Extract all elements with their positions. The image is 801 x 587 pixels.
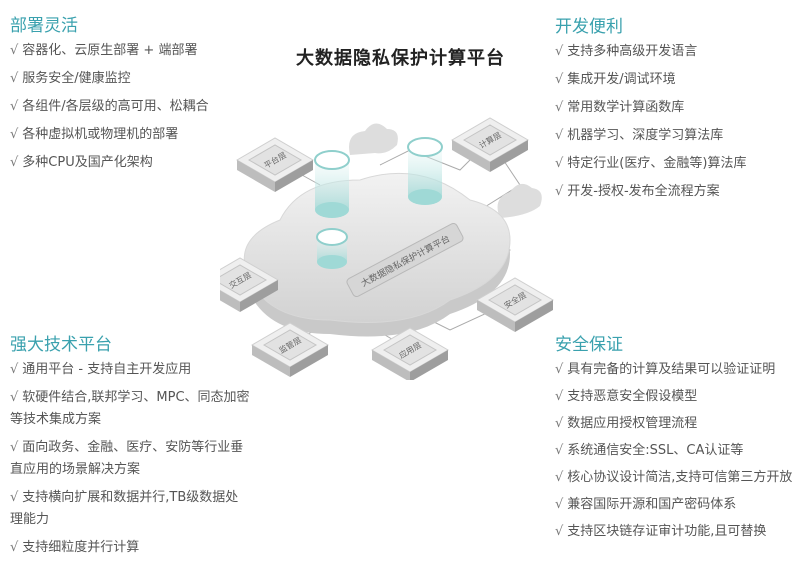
data-cylinder <box>316 228 348 269</box>
check-icon: √ <box>555 524 564 539</box>
list-item: √面向政务、金融、医疗、安防等行业垂直应用的场景解决方案 <box>10 440 244 477</box>
cloud-icon <box>349 123 398 155</box>
chip-compute-layer: 计算层 <box>451 117 529 173</box>
list-item: √核心协议设计简洁,支持可信第三方开放 <box>555 470 793 485</box>
platform-illustration: 大数据隐私保护计算平台 平台层 计算层 交互层 安全层 监管层 应用层 <box>220 117 554 380</box>
list-item: √支持细粒度并行计算 <box>10 540 140 555</box>
check-icon: √ <box>555 389 564 404</box>
chip-supervision-layer: 监管层 <box>251 322 329 378</box>
list-item: √各种虚拟机或物理机的部署 <box>10 127 179 142</box>
check-icon: √ <box>555 44 564 59</box>
list-item: √集成开发/调试环境 <box>555 72 676 87</box>
list-item: √机器学习、深度学习算法库 <box>555 128 724 143</box>
cloud-icon <box>497 183 542 218</box>
section-heading: 强大技术平台 <box>10 335 112 355</box>
chip-platform-layer: 平台层 <box>236 137 314 193</box>
list-item: √容器化、云原生部署 + 端部署 <box>10 43 198 58</box>
list-item: √服务安全/健康监控 <box>10 71 131 86</box>
section-powerful-platform: 强大技术平台 √通用平台 - 支持自主开发应用 √软硬件结合,联邦学习、MPC、… <box>10 331 250 565</box>
chip-interaction-layer: 交互层 <box>220 257 279 313</box>
check-icon: √ <box>555 470 564 485</box>
list-item: √各组件/各层级的高可用、松耦合 <box>10 99 209 114</box>
check-icon: √ <box>10 99 19 114</box>
list-item: √具有完备的计算及结果可以验证证明 <box>555 362 776 377</box>
check-icon: √ <box>10 127 19 142</box>
check-icon: √ <box>10 540 19 555</box>
list-item: √特定行业(医疗、金融等)算法库 <box>555 156 747 171</box>
list-item: √多种CPU及国产化架构 <box>10 155 153 170</box>
cloud-platform: 大数据隐私保护计算平台 <box>243 172 511 337</box>
section-security-guarantee: 安全保证 √具有完备的计算及结果可以验证证明 √支持恶意安全假设模型 √数据应用… <box>555 331 801 548</box>
check-icon: √ <box>10 43 19 58</box>
check-icon: √ <box>10 440 19 455</box>
check-icon: √ <box>555 156 564 171</box>
check-icon: √ <box>10 490 19 505</box>
check-icon: √ <box>555 443 564 458</box>
section-heading: 安全保证 <box>555 335 623 355</box>
list-item: √支持多种高级开发语言 <box>555 44 698 59</box>
list-item: √开发-授权-发布全流程方案 <box>555 184 720 199</box>
data-cylinder <box>407 137 443 205</box>
check-icon: √ <box>10 155 19 170</box>
list-item: √数据应用授权管理流程 <box>555 416 698 431</box>
list-item: √通用平台 - 支持自主开发应用 <box>10 362 192 377</box>
section-heading: 开发便利 <box>555 17 623 37</box>
chip-security-layer: 安全层 <box>476 277 554 333</box>
chip-application-layer: 应用层 <box>371 327 449 380</box>
list-item: √常用数学计算函数库 <box>555 100 685 115</box>
check-icon: √ <box>555 184 564 199</box>
check-icon: √ <box>555 362 564 377</box>
section-flexible-deployment: 部署灵活 √容器化、云原生部署 + 端部署 √服务安全/健康监控 √各组件/各层… <box>10 12 270 180</box>
list-item: √兼容国际开源和国产密码体系 <box>555 497 737 512</box>
data-cylinder <box>314 150 350 218</box>
check-icon: √ <box>10 362 19 377</box>
list-item: √支持恶意安全假设模型 <box>555 389 698 404</box>
list-item: √软硬件结合,联邦学习、MPC、同态加密等技术集成方案 <box>10 390 250 427</box>
page-title: 大数据隐私保护计算平台 <box>296 48 505 69</box>
check-icon: √ <box>555 128 564 143</box>
check-icon: √ <box>10 71 19 86</box>
list-item: √支持横向扩展和数据并行,TB级数据处理能力 <box>10 490 239 527</box>
list-item: √支持区块链存证审计功能,且可替换 <box>555 524 767 539</box>
check-icon: √ <box>555 416 564 431</box>
section-heading: 部署灵活 <box>10 16 78 36</box>
check-icon: √ <box>555 497 564 512</box>
check-icon: √ <box>555 100 564 115</box>
check-icon: √ <box>10 390 19 405</box>
list-item: √系统通信安全:SSL、CA认证等 <box>555 443 744 458</box>
section-easy-development: 开发便利 √支持多种高级开发语言 √集成开发/调试环境 √常用数学计算函数库 √… <box>555 13 801 209</box>
check-icon: √ <box>555 72 564 87</box>
